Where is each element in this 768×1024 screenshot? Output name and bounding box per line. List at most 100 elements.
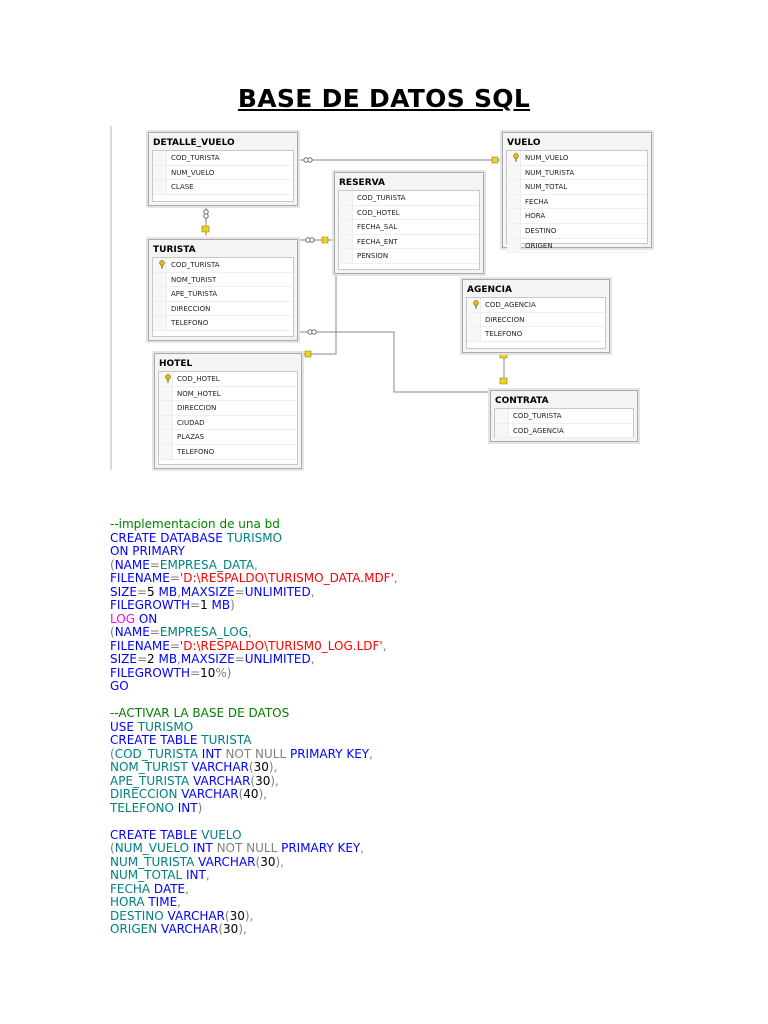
code-token: 5 xyxy=(147,584,159,599)
column-row: HORA xyxy=(507,209,647,224)
code-line: (COD_TURISTA INT NOT NULL PRIMARY KEY, xyxy=(110,746,710,762)
code-token: = xyxy=(234,652,245,666)
code-token: ( xyxy=(110,746,115,761)
column-row: NOM_HOTEL xyxy=(159,386,297,402)
code-token: TELEFONO xyxy=(110,800,178,815)
table-title: AGENCIA xyxy=(467,285,512,295)
code-token: ( xyxy=(224,908,230,923)
code-token: NOT NULL xyxy=(225,746,290,761)
code-line: (NAME=EMPRESA_DATA, xyxy=(110,557,710,573)
code-token: ( xyxy=(250,773,256,788)
code-line: USE TURISMO xyxy=(110,719,710,735)
code-token: ( xyxy=(110,841,115,855)
code-line: NUM_TURISTA VARCHAR(30), xyxy=(110,854,710,870)
code-line xyxy=(110,694,710,708)
table-title: CONTRATA xyxy=(495,396,549,406)
code-token: ) xyxy=(197,800,203,815)
code-token: LOG xyxy=(110,611,139,626)
code-token: HORA xyxy=(110,895,149,909)
table-turista[interactable]: TURISTA COD_TURISTA NOM_TURIST APE_TURIS… xyxy=(148,239,298,341)
code-line: DIRECCION VARCHAR(40), xyxy=(110,787,710,802)
code-line: ON PRIMARY xyxy=(110,544,710,559)
code-token: 1 xyxy=(200,598,212,612)
code-token: ( xyxy=(248,760,254,774)
code-token: PRIMARY KEY xyxy=(281,841,361,855)
code-token: = xyxy=(169,638,180,653)
code-token: 'D:\RESPALDO\TURISMO_DATA.MDF' xyxy=(179,571,394,585)
code-line: DESTINO VARCHAR(30), xyxy=(110,908,710,924)
code-token: ), xyxy=(270,773,279,788)
code-token: ON PRIMARY xyxy=(110,544,185,558)
code-token: , xyxy=(393,571,398,585)
code-token: = xyxy=(234,584,245,599)
code-token: TURISMO xyxy=(137,719,194,734)
column-row: APE_TURISTA xyxy=(153,287,293,302)
code-token: ( xyxy=(255,854,261,869)
table-agencia[interactable]: AGENCIA COD_AGENCIA DIRECCION TELEFONO xyxy=(462,279,610,353)
code-token: FILEGROWTH xyxy=(110,665,191,680)
code-token: = xyxy=(190,598,201,612)
relationship-lines xyxy=(201,156,508,393)
rel-hotel-reserva xyxy=(303,270,337,355)
code-token: --implementacion de una bd xyxy=(110,517,280,531)
code-token: DIRECCION xyxy=(110,787,182,801)
code-line: FILENAME='D:\RESPALDO\TURISMO_DATA.MDF', xyxy=(110,571,710,586)
code-token: INT xyxy=(177,800,198,815)
column-row: COD_HOTEL xyxy=(159,372,297,387)
code-line: CREATE TABLE VUELO xyxy=(110,827,710,843)
code-token: DATE xyxy=(153,881,186,896)
code-token: PRIMARY KEY xyxy=(289,746,370,761)
code-token: VARCHAR xyxy=(193,773,251,788)
table-vuelo[interactable]: VUELO NUM_VUELO NUM_TURISTA NUM_TOTAL FE… xyxy=(502,132,652,254)
code-line: FECHA DATE, xyxy=(110,881,710,897)
code-line: SIZE=2 MB,MAXSIZE=UNLIMITED, xyxy=(110,652,710,667)
code-line: FILEGROWTH=1 MB) xyxy=(110,598,710,613)
table-contrata[interactable]: CONTRATA COD_TURISTA COD_AGENCIA xyxy=(490,390,638,442)
column-row: CIUDAD xyxy=(159,415,297,431)
code-token: , xyxy=(177,895,181,909)
code-line: FILENAME='D:\RESPALDO\TURISM0_LOG.LDF', xyxy=(110,638,710,654)
code-token: 2 xyxy=(147,652,159,666)
code-token: TIME xyxy=(148,895,178,909)
column-row: ORIGEN xyxy=(507,238,647,254)
code-token: --ACTIVAR LA BASE DE DATOS xyxy=(110,706,290,720)
code-token: , xyxy=(369,746,373,761)
code-token: ( xyxy=(110,557,115,572)
column-row: COD_TURISTA xyxy=(339,191,479,206)
code-token: FILENAME xyxy=(110,638,170,653)
table-reserva[interactable]: RESERVA COD_TURISTA COD_HOTEL FECHA_SAL … xyxy=(334,172,484,274)
code-token: NAME xyxy=(114,557,150,572)
code-token: MAXSIZE xyxy=(180,652,235,666)
column-row: COD_TURISTA xyxy=(495,409,633,424)
code-token: USE xyxy=(110,719,138,734)
code-token: 'D:\RESPALDO\TURISM0_LOG.LDF' xyxy=(179,638,383,653)
column-row: FECHA xyxy=(507,194,647,210)
column-row: COD_AGENCIA xyxy=(495,423,633,439)
code-token: EMPRESA_DATA xyxy=(159,557,254,572)
table-hotel[interactable]: HOTEL COD_HOTEL NOM_HOTEL DIRECCION CIUD… xyxy=(154,353,302,469)
table-detalle-vuelo[interactable]: DETALLE_VUELO COD_TURISTA NUM_VUELO CLAS… xyxy=(148,132,298,206)
code-line: HORA TIME, xyxy=(110,895,710,910)
primary-key-icon xyxy=(159,260,165,269)
table-title: DETALLE_VUELO xyxy=(153,138,235,148)
column-row: NUM_TOTAL xyxy=(507,180,647,195)
code-token: CREATE DATABASE xyxy=(110,530,227,545)
code-line: NOM_TURIST VARCHAR(30), xyxy=(110,760,710,775)
code-line: FILEGROWTH=10%) xyxy=(110,665,710,681)
column-row: CLASE xyxy=(153,180,293,195)
code-token: 10 xyxy=(200,665,216,680)
column-row: NOM_TURIST xyxy=(153,272,293,288)
code-token: VUELO xyxy=(201,827,242,842)
column-row: TELEFONO xyxy=(467,327,605,342)
code-line: ORIGEN VARCHAR(30), xyxy=(110,922,710,937)
code-token: , xyxy=(253,557,258,572)
code-token: %) xyxy=(215,665,232,680)
primary-key-icon xyxy=(165,374,171,383)
code-token: INT xyxy=(201,746,226,761)
code-token: , xyxy=(382,638,387,653)
column-row: FECHA_ENT xyxy=(339,234,479,250)
code-token: = xyxy=(136,652,148,666)
code-token: TURISTA xyxy=(201,733,252,747)
code-token: = xyxy=(136,584,148,599)
code-token: , xyxy=(310,584,315,599)
